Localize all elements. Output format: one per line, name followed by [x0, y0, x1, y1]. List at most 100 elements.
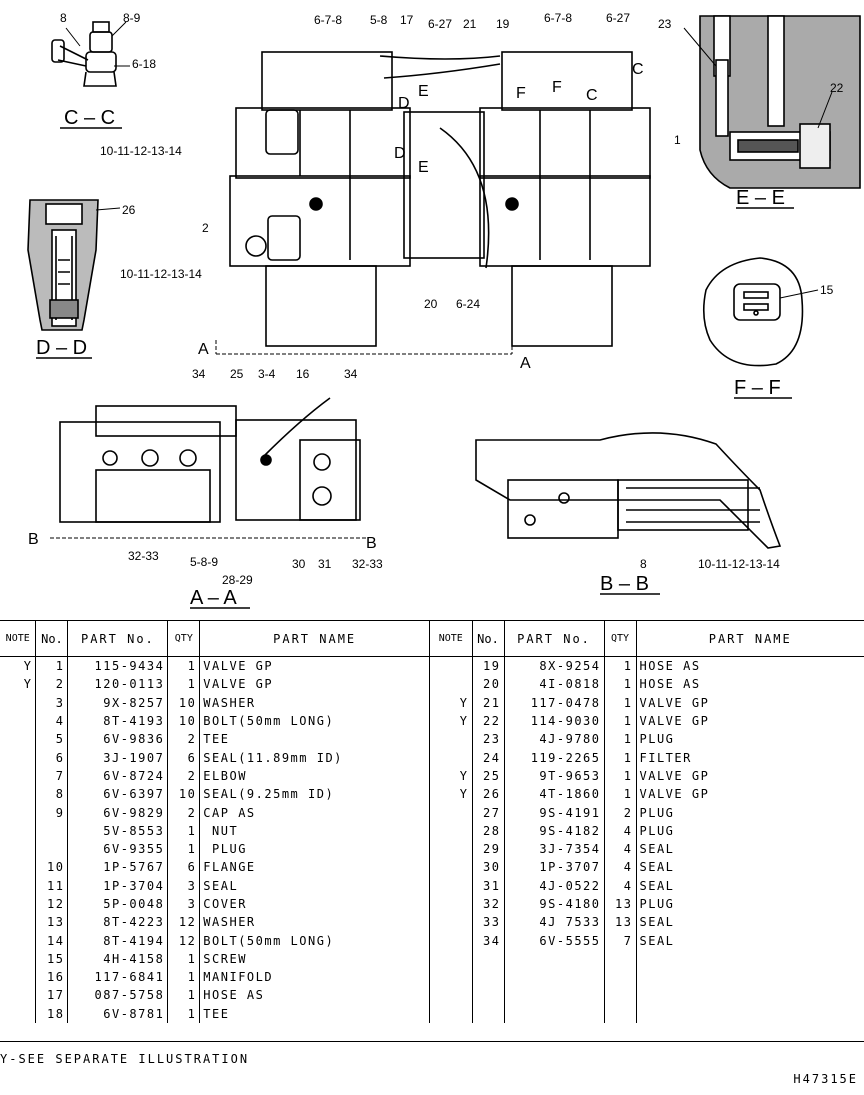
cell-no: 10 [35, 858, 69, 877]
cell-part-no: 5P-0048 [67, 894, 169, 914]
empty-cell [604, 949, 637, 969]
cell-no: 31 [472, 876, 505, 895]
cell-no: 34 [472, 931, 505, 950]
marker-f-right: F [552, 79, 562, 96]
cell-part-no: 4J 7533 [504, 913, 605, 932]
view-title-ff: F – F [734, 377, 781, 399]
cell-qty: 10 [167, 711, 201, 731]
cell-part-name: WASHER [199, 693, 430, 712]
cell-part-name: BOLT(50mm LONG) [199, 711, 430, 731]
cell-part-no: 9X-8257 [67, 693, 169, 712]
callout-17: 17 [400, 13, 414, 27]
header-qty: QTY [167, 620, 201, 657]
callout-31: 31 [318, 557, 332, 571]
cell-qty: 2 [167, 803, 201, 822]
cell-part-name: COVER [199, 894, 430, 914]
cell-note [0, 821, 37, 840]
cell-qty: 3 [167, 894, 201, 914]
cell-no: 33 [472, 913, 505, 932]
cell-no: 32 [472, 894, 505, 914]
cell-qty: 1 [604, 693, 637, 712]
cell-note [430, 730, 473, 749]
view-aa-side [59, 397, 361, 523]
cell-part-no: 8X-9254 [504, 656, 605, 676]
cell-note [0, 968, 37, 987]
empty-cell [636, 968, 864, 986]
cell-part-no: 9S-4191 [504, 803, 605, 822]
cell-no: 5 [35, 730, 69, 749]
cell-no: 30 [472, 858, 505, 877]
cell-no: 4 [35, 711, 69, 731]
marker-a-right: A [520, 355, 531, 372]
cell-note: Y [430, 711, 473, 731]
cell-part-name: BOLT(50mm LONG) [199, 931, 430, 950]
cell-part-no: 9S-4180 [504, 894, 605, 914]
cell-part-no: 6V-9836 [67, 730, 169, 749]
cell-note [430, 876, 473, 895]
cell-part-name: ELBOW [199, 766, 430, 786]
callout-6-18: 6-18 [132, 57, 156, 71]
view-title-ee: E – E [736, 187, 785, 209]
cell-qty: 1 [167, 839, 201, 859]
table-header-row: NOTE No. PART No. QTY PART NAME [0, 620, 430, 657]
marker-f-left: F [516, 85, 526, 102]
view-bb-side [475, 432, 782, 549]
callout-20: 20 [424, 297, 438, 311]
cell-qty: 13 [604, 894, 637, 914]
cell-part-no: 1P-3707 [504, 858, 605, 877]
callout-22: 22 [830, 81, 844, 95]
cell-qty: 1 [604, 766, 637, 786]
cell-note: Y [430, 766, 473, 786]
empty-cell [604, 968, 637, 987]
cell-part-name: SEAL [199, 876, 430, 895]
cell-note [0, 839, 37, 859]
callout-10-14-bb: 10-11-12-13-14 [698, 557, 780, 571]
cell-no: 29 [472, 839, 505, 859]
view-title-dd: D – D [36, 337, 87, 359]
cell-no: 12 [35, 894, 69, 914]
cell-no [35, 821, 69, 840]
cell-part-name: SEAL [639, 933, 675, 948]
empty-cell [472, 949, 505, 969]
cell-qty: 1 [604, 711, 637, 731]
cell-no: 9 [35, 803, 69, 822]
cell-part-name: SEAL [639, 878, 675, 893]
marker-c-upper: C [632, 61, 644, 78]
cell-part-name: HOSE AS [199, 986, 430, 1005]
cell-note [430, 931, 473, 950]
cell-note [430, 858, 473, 877]
table-row-empty [430, 949, 864, 969]
cell-part-name: PLUG [639, 823, 675, 838]
callout-3-4: 3-4 [258, 367, 276, 381]
header-qty: QTY [604, 620, 637, 657]
callout-34-left: 34 [192, 367, 206, 381]
cell-note [430, 913, 473, 932]
table-row-empty [430, 986, 864, 1005]
callout-6-24: 6-24 [456, 297, 480, 311]
callout-32-33-left: 32-33 [128, 549, 159, 563]
parts-illustration: 8 8-9 6-18 6-7-8 5-8 17 6-27 21 19 6-7-8… [27, 11, 861, 609]
marker-c-lower: C [586, 87, 598, 104]
cell-no: 15 [35, 949, 69, 969]
cell-note [430, 675, 473, 694]
cell-part-no: 6V-8781 [67, 1004, 169, 1023]
callout-23: 23 [658, 17, 672, 31]
detail-cc-fitting [51, 21, 117, 87]
callout-8-bb: 8 [640, 557, 647, 571]
view-title-bb: B – B [600, 573, 649, 595]
drawing-number: H47315E [793, 1072, 858, 1086]
cell-part-no: 8T-4223 [67, 913, 169, 932]
callout-6-27: 6-27 [428, 17, 452, 31]
callout-34-right: 34 [344, 367, 358, 381]
cell-part-no: 4I-0818 [504, 675, 605, 694]
empty-cell [430, 968, 473, 987]
